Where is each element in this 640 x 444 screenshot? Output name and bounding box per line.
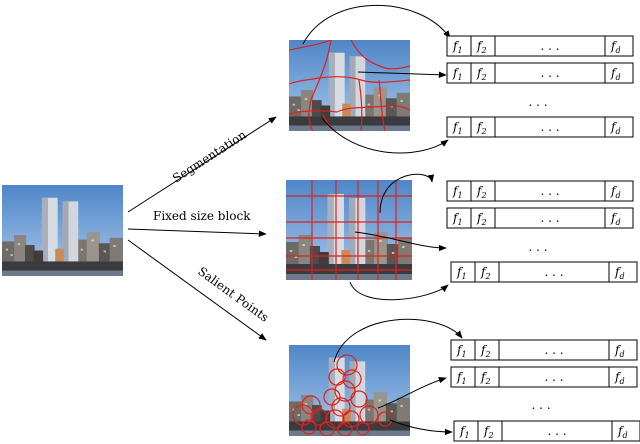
vector-box [446, 35, 634, 57]
salient-arrow-bottom [389, 419, 453, 436]
feature-dots: . . . [540, 66, 559, 80]
ellipsis-3: . . . [531, 398, 550, 412]
feature-f2: f2 [480, 370, 491, 386]
feature-fd: fd [610, 211, 621, 227]
feature-vector-8: f1 f2 . . . fd [450, 366, 638, 388]
feature-f1: f1 [456, 265, 467, 281]
feature-vector-4: f1 f2 . . . fd [446, 180, 634, 202]
salient-arrow-mid [377, 377, 447, 409]
segmentation-boundaries [289, 40, 410, 131]
feature-f1: f1 [456, 343, 467, 359]
vector-box [446, 180, 634, 202]
vector-box [450, 339, 638, 361]
segmentation-label: Segmentation [170, 127, 249, 185]
feature-f2: f2 [480, 343, 491, 359]
feature-fd: fd [610, 39, 621, 55]
salient-photo [289, 345, 410, 436]
feature-fd: fd [610, 120, 621, 136]
feature-fd: fd [614, 343, 625, 359]
vertical-ellipses: . . . . . . . . . [528, 95, 550, 412]
feature-fd: fd [610, 184, 621, 200]
feature-vector-7: f1 f2 . . . fd [450, 339, 638, 361]
feature-vector-1: f1 f2 . . . fd [446, 35, 634, 57]
feature-f2: f2 [476, 120, 487, 136]
block-grid-lines [286, 180, 412, 280]
feature-fd: fd [614, 370, 625, 386]
vector-box [446, 116, 634, 138]
feature-vector-2: f1 f2 . . . fd [446, 62, 634, 84]
vector-box [450, 261, 638, 283]
vector-box [446, 62, 634, 84]
fixed-block-arrow [127, 228, 267, 237]
region-to-vector-arrows [302, 4, 463, 436]
feature-dots: . . . [544, 370, 563, 384]
feature-vector-5: f1 f2 . . . fd [446, 207, 634, 229]
feature-dots: . . . [540, 211, 559, 225]
feature-vector-3: f1 f2 . . . fd [446, 116, 634, 138]
fixed-block-label: Fixed size block [153, 209, 251, 223]
feature-f1: f1 [456, 370, 467, 386]
block-arrow-mid [354, 231, 447, 252]
vector-box [450, 366, 638, 388]
feature-fd: fd [610, 66, 621, 82]
salient-arrow [127, 239, 267, 341]
salient-arrow-top [333, 318, 463, 363]
seg-arrow-mid [357, 71, 447, 78]
ellipsis-2: . . . [528, 240, 547, 254]
feature-f2: f2 [483, 424, 494, 440]
block-grid-photo [286, 180, 412, 280]
feature-f1: f1 [459, 424, 470, 440]
seg-arrow-top [302, 4, 451, 45]
feature-fd: fd [614, 265, 625, 281]
feature-f2: f2 [476, 211, 487, 227]
feature-dots: . . . [540, 184, 559, 198]
block-arrow-top [379, 173, 435, 214]
feature-vector-6: f1 f2 . . . fd [450, 261, 638, 283]
segmentation-arrow [127, 116, 277, 213]
salient-label: Salient Points [195, 264, 271, 325]
feature-fd: fd [617, 424, 628, 440]
feature-dots: . . . [540, 39, 559, 53]
seg-arrow-bottom [321, 117, 449, 154]
feature-dots: . . . [544, 343, 563, 357]
feature-f1: f1 [452, 120, 463, 136]
segmented-photo [289, 40, 410, 131]
vector-box [446, 207, 634, 229]
feature-f1: f1 [452, 184, 463, 200]
block-arrow-bottom [349, 281, 449, 301]
salient-circles [292, 354, 393, 436]
source-photo [2, 185, 123, 276]
vector-box [453, 420, 640, 442]
feature-vectors: f1 f2 . . . fd f1 f2 . . . fd f1 f2 . . . fd f1 f2 . .… [446, 35, 640, 442]
feature-dots: . . . [540, 120, 559, 134]
feature-dots: . . . [544, 265, 563, 279]
feature-f2: f2 [476, 184, 487, 200]
feature-f2: f2 [476, 39, 487, 55]
feature-f1: f1 [452, 39, 463, 55]
feature-dots: . . . [547, 424, 566, 438]
ellipsis-1: . . . [528, 95, 547, 109]
feature-vector-9: f1 f2 . . . fd [453, 420, 640, 442]
feature-f1: f1 [452, 211, 463, 227]
feature-f1: f1 [452, 66, 463, 82]
feature-f2: f2 [476, 66, 487, 82]
feature-f2: f2 [480, 265, 491, 281]
